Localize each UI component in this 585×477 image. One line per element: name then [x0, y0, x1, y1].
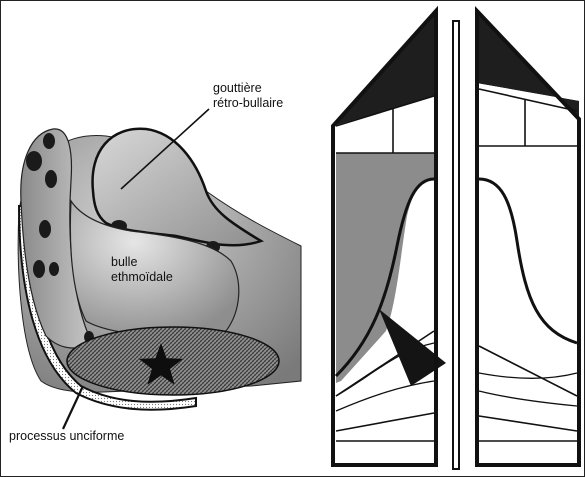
left-column [333, 11, 446, 465]
label-processus-unciforme: processus unciforme [9, 429, 124, 444]
label-bulle-line1: bulle [111, 255, 137, 269]
right-panel-schematic [333, 11, 579, 469]
label-processus-text: processus unciforme [9, 429, 124, 443]
center-divider [453, 21, 459, 469]
right-column [477, 11, 579, 465]
label-bulle-line2: ethmoïdale [111, 270, 173, 284]
processus-leader-line [63, 386, 83, 429]
label-gouttiere-line1: gouttière [213, 81, 262, 95]
label-bulle-ethmoidale: bulle ethmoïdale [111, 255, 173, 285]
label-gouttiere-line2: rétro-bullaire [213, 96, 283, 110]
label-gouttiere-retro-bullaire: gouttière rétro-bullaire [213, 81, 283, 111]
